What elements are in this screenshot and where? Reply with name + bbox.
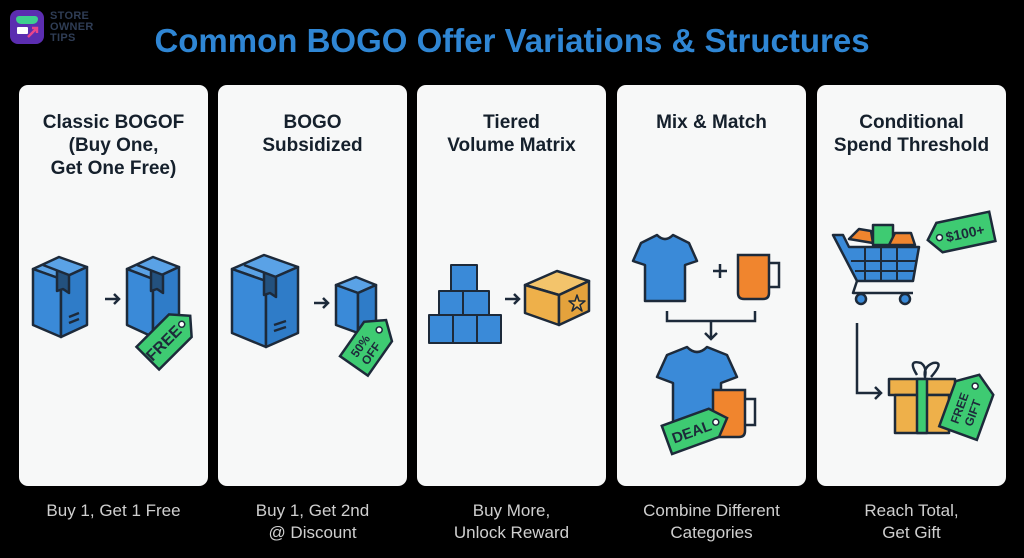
price-tag-icon: 50% OFF <box>338 318 394 378</box>
arrow-right-icon <box>105 293 121 305</box>
store-logo-icon <box>10 10 44 44</box>
svg-text:$100+: $100+ <box>944 221 986 245</box>
price-tag-icon: FREE <box>134 313 193 372</box>
plus-icon <box>713 264 727 278</box>
price-tag-icon: $100+ <box>926 210 997 254</box>
page-title: Common BOGO Offer Variations & Structure… <box>154 22 870 59</box>
price-tag-icon: FREE GIFT <box>937 373 995 442</box>
card-classic-bogof: Classic BOGOF(Buy One,Get One Free) FREE <box>19 85 208 486</box>
shopping-cart-icon <box>831 223 921 306</box>
price-tag-icon: DEAL <box>660 407 729 456</box>
arrow-right-icon <box>505 293 521 305</box>
card-heading: Mix & Match <box>656 112 767 133</box>
gift-icon <box>887 361 957 435</box>
card-caption: Buy More,Unlock Reward <box>453 501 570 542</box>
merge-arrow-icon <box>665 311 757 341</box>
card-caption: Buy 1, Get 2nd@ Discount <box>255 501 370 542</box>
stacked-boxes-icon <box>428 264 502 344</box>
card-heading: Classic BOGOF(Buy One,Get One Free) <box>42 112 185 179</box>
arrow-right-icon <box>314 297 330 309</box>
mug-icon <box>736 253 781 301</box>
star-box-icon <box>523 269 591 327</box>
box-icon <box>31 255 89 339</box>
box-icon <box>230 253 300 349</box>
card-caption: Buy 1, Get 1 Free <box>46 501 181 520</box>
box-icon <box>125 255 181 339</box>
elbow-arrow-icon <box>855 323 883 400</box>
tshirt-icon <box>631 233 699 303</box>
card-mix-match: Mix & Match DEAL <box>617 85 806 486</box>
card-caption: Reach Total,Get Gift <box>864 501 959 542</box>
